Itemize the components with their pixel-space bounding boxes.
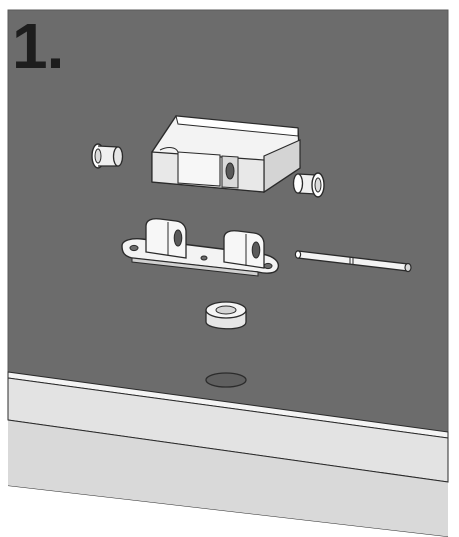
hinge-cover-icon (152, 116, 300, 192)
bushing-icon-left (92, 144, 123, 168)
bushing-icon-right (294, 173, 325, 197)
magnet-icon (206, 302, 246, 329)
step-number: 1. (12, 14, 63, 78)
page-margin-bottom (0, 486, 8, 537)
hole-icon (206, 373, 246, 387)
door-panel (8, 10, 448, 432)
